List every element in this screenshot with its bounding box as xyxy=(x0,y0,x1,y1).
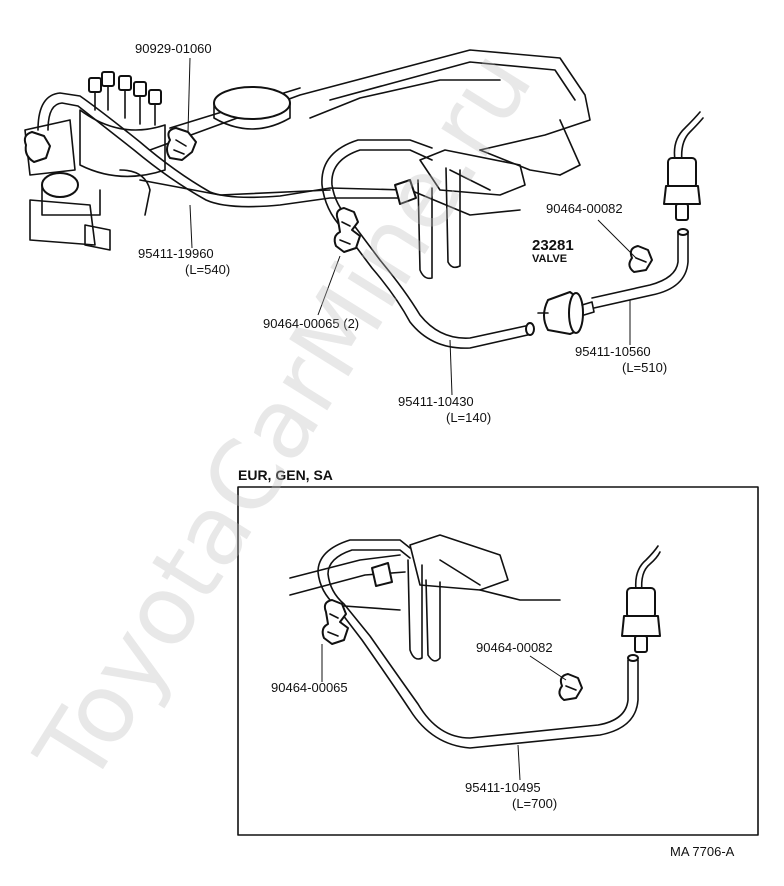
inset-leader-lines xyxy=(321,644,567,781)
label-95411-10430: 95411-10430 xyxy=(398,394,474,409)
inset-label-95411-10495: 95411-10495 xyxy=(465,780,541,795)
label-95411-10560-length: (L=510) xyxy=(622,360,667,375)
hose-95411-19960 xyxy=(37,92,406,208)
clamp-left-icon xyxy=(23,131,51,163)
leader-lines xyxy=(187,57,637,396)
label-valve: VALVE xyxy=(532,253,567,265)
drawing-id: MA 7706-A xyxy=(670,844,735,859)
label-95411-10430-length: (L=140) xyxy=(446,410,491,425)
label-95411-19960-length: (L=540) xyxy=(185,262,230,277)
inset-label-90464-00065: 90464-00065 xyxy=(271,680,348,695)
inset-clamp-90464-00082-icon xyxy=(558,673,583,701)
clamp-90464-00065-icon xyxy=(333,207,361,253)
label-95411-19960: 95411-19960 xyxy=(138,246,214,261)
inset-label-95411-10495-length: (L=700) xyxy=(512,796,557,811)
label-90464-00082: 90464-00082 xyxy=(546,201,623,216)
label-90464-00065: 90464-00065 (2) xyxy=(263,316,359,331)
label-90929-01060: 90929-01060 xyxy=(135,41,212,56)
inset-vacuum-sensor-icon xyxy=(621,545,661,653)
valve-23281-icon xyxy=(537,291,595,335)
inset-frame xyxy=(237,486,759,836)
engine-head-outline xyxy=(24,49,591,251)
clamp-90929-icon xyxy=(166,127,197,161)
inset-clamp-90464-00065-icon xyxy=(321,599,349,645)
inset-label-90464-00082: 90464-00082 xyxy=(476,640,553,655)
hose-95411-10560 xyxy=(591,228,689,309)
label-95411-10560: 95411-10560 xyxy=(575,344,651,359)
hose-95411-10495 xyxy=(317,539,639,749)
inset-title: EUR, GEN, SA xyxy=(238,467,333,483)
vacuum-sensor-icon xyxy=(663,111,704,221)
clamp-90464-00082-icon xyxy=(628,245,653,273)
label-23281: 23281 xyxy=(532,237,574,254)
